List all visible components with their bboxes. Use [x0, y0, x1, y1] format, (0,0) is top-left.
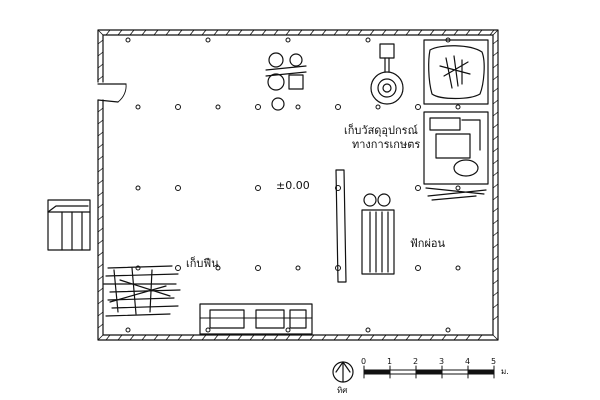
floor-level-label: ±0.00: [276, 179, 310, 192]
exterior-wall: [97, 29, 499, 341]
scale-tick-0: 0: [361, 357, 367, 366]
clay-stove: [370, 43, 404, 105]
wall-hatching: [97, 29, 499, 341]
firewood-stack: [103, 265, 181, 317]
post-grid: [125, 37, 461, 333]
rest-area-label: ฟักผ่อน: [410, 237, 446, 250]
storage-shelf: [423, 111, 489, 201]
scale-tick-2: 2: [413, 357, 419, 366]
work-bench: [199, 303, 313, 335]
bamboo-bed: [361, 193, 395, 275]
storage-label-line2: ทางการเกษตร: [352, 138, 421, 151]
scale-tick-3: 3: [439, 357, 445, 366]
scale-tick-5: 5: [491, 357, 497, 366]
table-with-stools: [265, 52, 307, 111]
planter-bed: [423, 39, 489, 105]
north-arrow-icon: [332, 361, 354, 383]
firewood-label: เก็บฟืน: [186, 257, 219, 270]
storage-label-line1: เก็บวัสดุอุปกรณ์: [344, 124, 418, 137]
scale-tick-4: 4: [465, 357, 471, 366]
scale-unit: ม.: [501, 367, 509, 376]
door-swing: [97, 83, 127, 103]
scale-tick-1: 1: [387, 357, 393, 366]
exterior-stair: [47, 199, 91, 251]
north-arrow-label: ทิศ: [337, 386, 348, 395]
scale-bar: [363, 365, 495, 379]
long-plank: [335, 169, 347, 283]
